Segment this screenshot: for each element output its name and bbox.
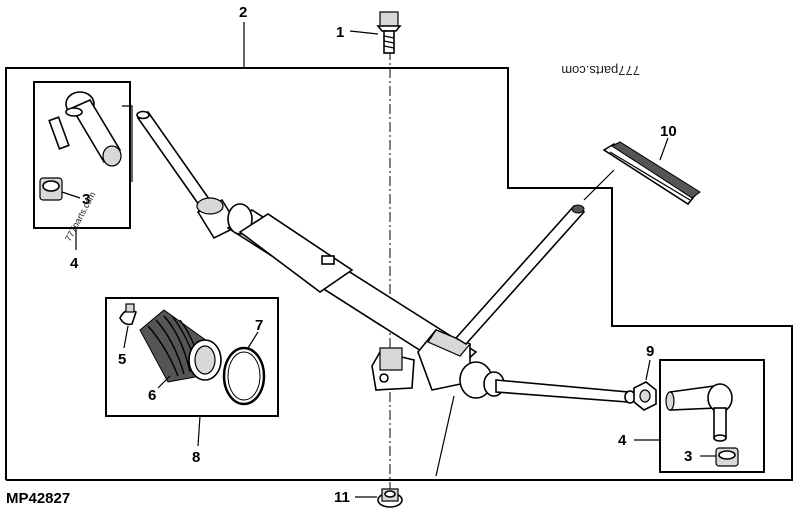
ring-clamp-part [222, 346, 266, 406]
callout-2: 2 [239, 4, 247, 21]
callout-11: 11 [334, 489, 350, 506]
boot-kit-inset [105, 297, 279, 417]
boot-clamp-part [119, 303, 137, 326]
reference-code: MP42827 [6, 490, 70, 507]
left-tie-rod-end-inset [33, 81, 131, 229]
center-leader-line [435, 395, 455, 477]
callout-1: 1 [336, 24, 344, 41]
watermark-small: 777parts.com [63, 190, 97, 243]
leader-5 [123, 325, 129, 349]
leader-10 [659, 137, 669, 161]
left-castle-nut [39, 177, 63, 201]
pinion-leader-line [583, 169, 615, 201]
seal-strip-part [602, 141, 701, 206]
right-castle-nut [715, 447, 739, 467]
bolt-part [376, 11, 402, 54]
left-outer-tie-rod-end [48, 91, 122, 167]
rod-separator [122, 105, 133, 182]
assembly-outline [5, 67, 793, 481]
right-outer-tie-rod-end [665, 383, 733, 442]
callout-3b: 3 [684, 448, 692, 465]
steering-rack-assembly [136, 110, 636, 404]
jam-nut-part [633, 381, 657, 411]
callout-10: 10 [660, 123, 677, 140]
callout-4a: 4 [70, 255, 79, 272]
callout-7: 7 [255, 317, 263, 334]
callout-5: 5 [118, 351, 126, 368]
leader-9 [645, 359, 651, 381]
callout-6: 6 [148, 387, 156, 404]
flange-nut-part [377, 488, 403, 508]
callout-8: 8 [192, 449, 200, 466]
leader-3a [61, 191, 81, 199]
callout-4b: 4 [618, 432, 627, 449]
callout-9: 9 [646, 343, 654, 360]
watermark-main: 777parts.com [561, 63, 640, 78]
leader-8 [197, 415, 201, 447]
leader-7 [247, 331, 259, 349]
bellows-boot-part [139, 309, 222, 383]
leader-6 [157, 375, 171, 389]
right-tie-rod-end-inset [659, 359, 765, 473]
callout-3a: 3 [82, 191, 90, 208]
leader-1 [349, 30, 379, 35]
